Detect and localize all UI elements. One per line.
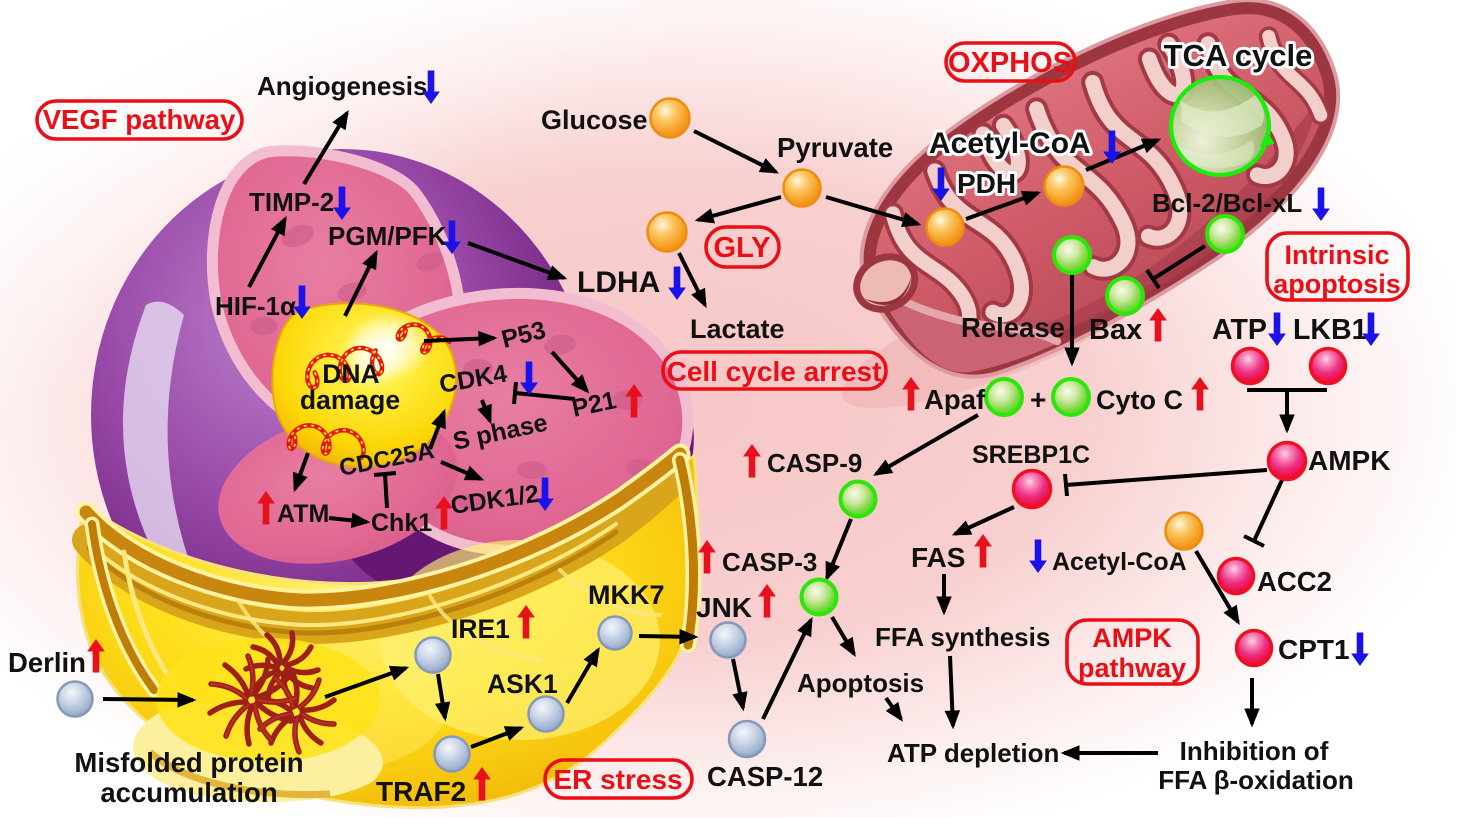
svg-text:Release: Release (961, 312, 1065, 343)
svg-text:FFA β-oxidation: FFA β-oxidation (1158, 765, 1353, 795)
svg-text:Pyruvate: Pyruvate (777, 132, 893, 163)
svg-text:ACC2: ACC2 (1257, 566, 1332, 597)
svg-text:ER stress: ER stress (553, 764, 682, 795)
svg-text:AMPK: AMPK (1092, 623, 1172, 653)
svg-text:ASK1: ASK1 (487, 669, 558, 699)
svg-text:ATM: ATM (277, 500, 329, 528)
svg-text:pathway: pathway (1078, 653, 1186, 683)
svg-text:Acetyl-CoA: Acetyl-CoA (929, 127, 1091, 160)
svg-text:OXPHOS: OXPHOS (948, 47, 1072, 79)
svg-text:Bax: Bax (1089, 314, 1142, 346)
svg-text:MKK7: MKK7 (588, 580, 665, 610)
svg-text:+: + (1030, 384, 1046, 415)
svg-text:Cell cycle arrest: Cell cycle arrest (667, 356, 882, 387)
svg-text:Bcl-2/Bcl-xL: Bcl-2/Bcl-xL (1152, 188, 1302, 218)
svg-text:Inhibition of: Inhibition of (1180, 736, 1329, 766)
svg-text:Misfolded protein: Misfolded protein (74, 747, 303, 778)
svg-text:Apaf: Apaf (924, 384, 986, 415)
svg-text:LKB1: LKB1 (1293, 314, 1368, 346)
svg-text:Chk1: Chk1 (371, 509, 432, 537)
svg-text:LDHA: LDHA (577, 266, 660, 299)
svg-text:CASP-3: CASP-3 (722, 547, 817, 577)
svg-text:HIF-1α: HIF-1α (215, 291, 296, 321)
svg-text:damage: damage (300, 385, 400, 415)
svg-text:Derlin: Derlin (8, 647, 86, 678)
svg-text:TCA cycle: TCA cycle (1164, 38, 1313, 73)
svg-text:apoptosis: apoptosis (1273, 269, 1401, 299)
svg-text:PDH: PDH (957, 168, 1016, 199)
svg-text:CASP-9: CASP-9 (767, 448, 862, 478)
svg-text:Acetyl-CoA: Acetyl-CoA (1052, 548, 1187, 576)
svg-text:DNA: DNA (322, 359, 379, 389)
svg-text:FFA synthesis: FFA synthesis (875, 622, 1050, 652)
svg-text:Cyto C: Cyto C (1096, 385, 1183, 415)
svg-text:TRAF2: TRAF2 (376, 776, 466, 807)
svg-text:GLY: GLY (714, 232, 771, 264)
svg-text:CPT1: CPT1 (1278, 634, 1350, 665)
svg-text:SREBP1C: SREBP1C (972, 441, 1090, 469)
svg-text:Intrinsic: Intrinsic (1284, 240, 1389, 270)
svg-text:Lactate: Lactate (690, 314, 785, 344)
svg-text:accumulation: accumulation (100, 777, 277, 808)
svg-text:Glucose: Glucose (541, 105, 648, 135)
svg-text:ATP depletion: ATP depletion (887, 738, 1059, 768)
svg-text:ATP: ATP (1212, 314, 1267, 346)
svg-text:PGM/PFK: PGM/PFK (328, 221, 447, 251)
svg-text:JNK: JNK (696, 592, 752, 623)
svg-text:Angiogenesis: Angiogenesis (257, 71, 427, 101)
svg-text:VEGF pathway: VEGF pathway (43, 104, 236, 135)
svg-text:IRE1: IRE1 (451, 614, 510, 644)
svg-text:TIMP-2: TIMP-2 (249, 187, 334, 217)
svg-text:CASP-12: CASP-12 (707, 761, 823, 792)
svg-text:FAS: FAS (911, 542, 965, 573)
svg-text:Apoptosis: Apoptosis (797, 668, 924, 698)
svg-text:AMPK: AMPK (1308, 445, 1390, 476)
